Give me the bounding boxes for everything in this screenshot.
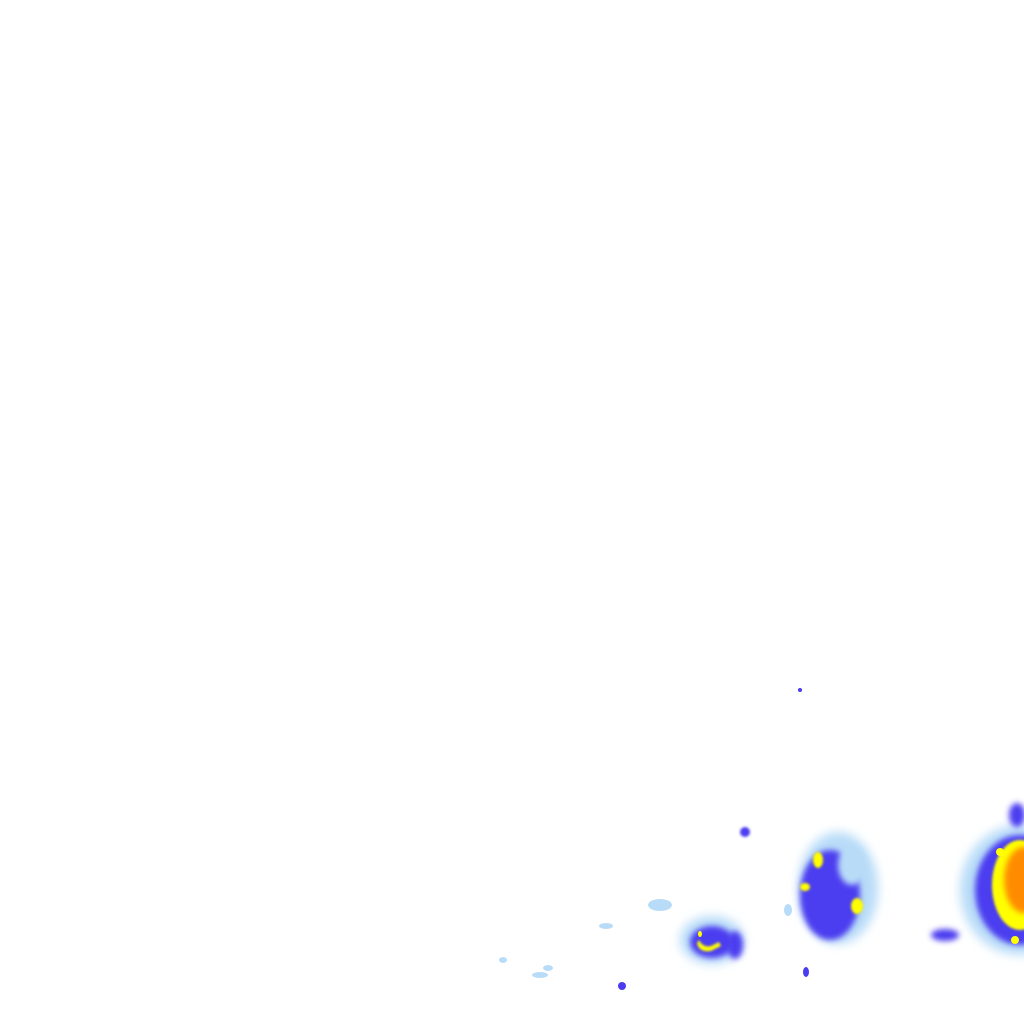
precip-speck	[618, 982, 626, 990]
precip-cell-central	[740, 827, 878, 977]
precip-speck	[798, 688, 802, 692]
precip-cell-east-core	[931, 803, 1024, 955]
precip-cell-southwest	[680, 916, 744, 964]
precip-cell-west-fragments	[499, 899, 792, 978]
